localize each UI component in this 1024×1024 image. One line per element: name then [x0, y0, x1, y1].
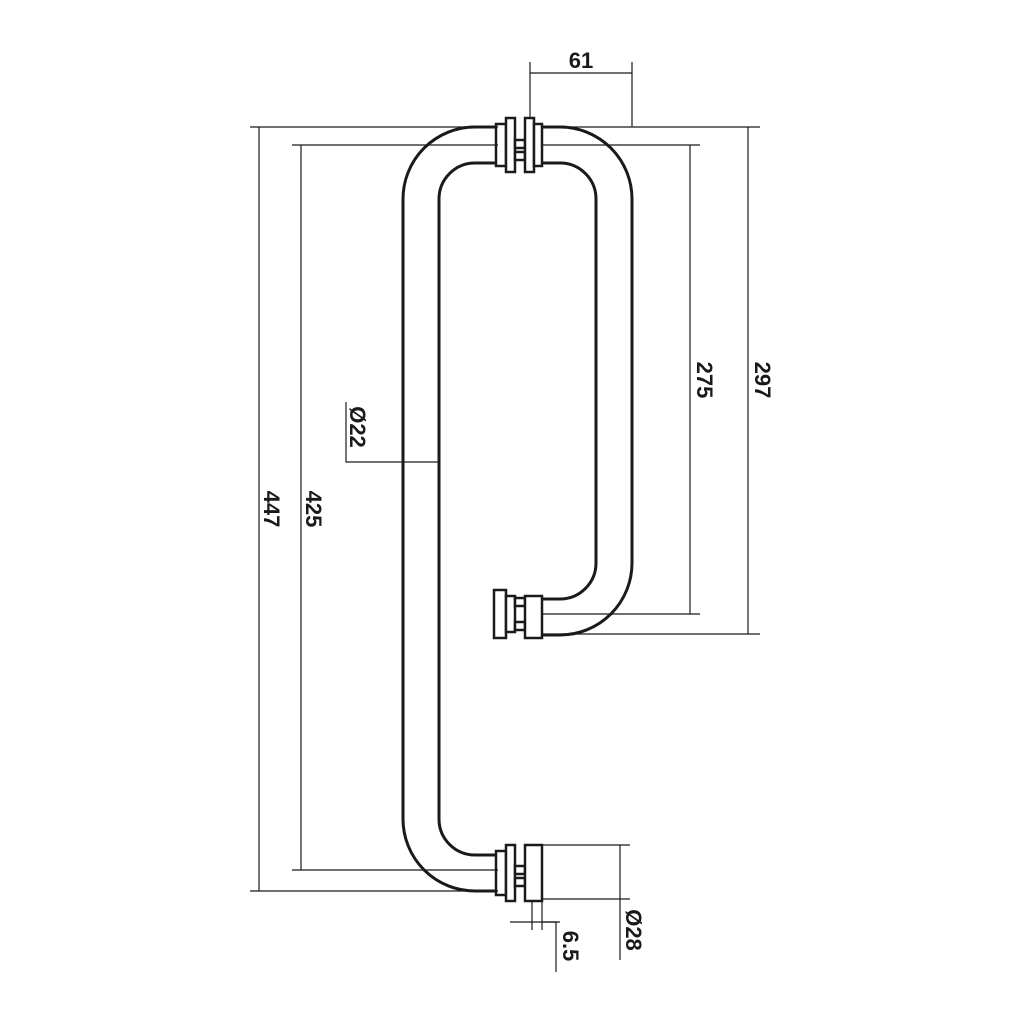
label-mount-diameter: Ø28	[621, 909, 646, 951]
short-handle-mount-fitting	[492, 588, 544, 640]
dimension-297	[542, 126, 760, 635]
dimension-mount-thickness	[510, 901, 560, 972]
label-425: 425	[301, 491, 326, 528]
label-mount-thickness: 6.5	[558, 931, 583, 962]
label-275: 275	[692, 362, 717, 399]
label-297: 297	[750, 362, 775, 399]
bottom-mount-fitting	[494, 843, 544, 903]
label-61: 61	[569, 48, 593, 73]
dimension-tube-diameter	[345, 402, 440, 500]
dimension-mount-diameter	[542, 844, 630, 960]
short-handle	[540, 125, 634, 637]
top-mount-fitting	[494, 116, 544, 174]
label-tube-diameter: Ø22	[345, 406, 370, 448]
dimension-447	[250, 126, 498, 892]
dimension-425	[292, 144, 498, 871]
dimension-61	[529, 62, 633, 127]
long-handle	[401, 125, 498, 893]
label-447: 447	[259, 491, 284, 528]
dimension-275	[542, 144, 700, 615]
